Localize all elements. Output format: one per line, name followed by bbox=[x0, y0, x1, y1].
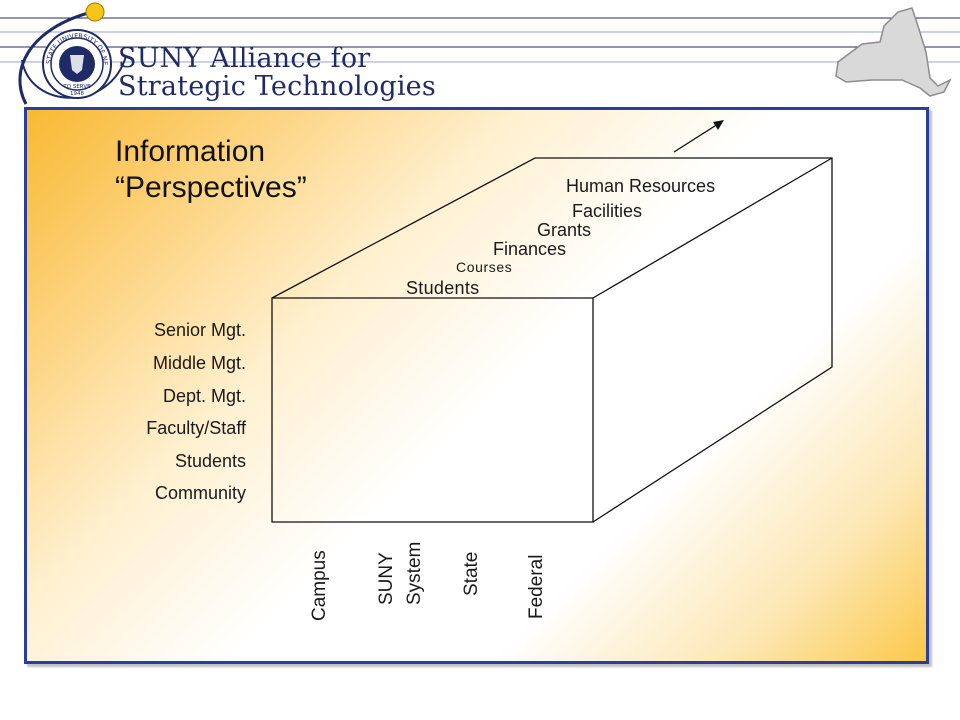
brand-line-1: SUNY Alliance for bbox=[118, 43, 371, 74]
cube-top-edge bbox=[592, 157, 833, 299]
scope-state: State bbox=[461, 551, 482, 596]
level-dept-mgt: Dept. Mgt. bbox=[162, 386, 246, 406]
area-finances: Finances bbox=[493, 239, 567, 259]
seal-motto: TO SERVE bbox=[62, 84, 91, 90]
slide-title: Information “Perspectives” bbox=[115, 135, 307, 204]
cube-back-edges bbox=[271, 157, 833, 523]
level-middle-mgt: Middle Mgt. bbox=[152, 353, 246, 373]
orbit-ball-icon bbox=[85, 2, 105, 22]
cube-front-face bbox=[271, 297, 594, 523]
header-graphics: STATE UNIVERSITY OF NEW YORK TO SERVE 19… bbox=[0, 0, 960, 105]
content-panel bbox=[24, 107, 929, 664]
level-faculty-staff: Faculty/Staff bbox=[146, 418, 246, 438]
level-students: Students bbox=[174, 451, 246, 471]
header-lines bbox=[0, 17, 960, 63]
new-york-state-map-icon bbox=[835, 7, 952, 97]
area-grants: Grants bbox=[537, 220, 592, 240]
scope-suny-system: SUNY System bbox=[376, 541, 425, 605]
area-facilities: Facilities bbox=[572, 201, 643, 221]
scope-federal: Federal bbox=[526, 554, 547, 619]
level-senior-mgt: Senior Mgt. bbox=[153, 320, 246, 340]
area-human-resources: Human Resources bbox=[566, 176, 716, 196]
area-courses: Courses bbox=[456, 259, 513, 275]
scope-campus: Campus bbox=[309, 550, 330, 621]
depth-arrow-icon bbox=[673, 120, 724, 153]
level-community: Community bbox=[154, 483, 246, 503]
brand-line-2: Strategic Technologies bbox=[118, 71, 436, 102]
area-students: Students bbox=[406, 278, 480, 298]
seal-year: 1948 bbox=[70, 91, 84, 97]
